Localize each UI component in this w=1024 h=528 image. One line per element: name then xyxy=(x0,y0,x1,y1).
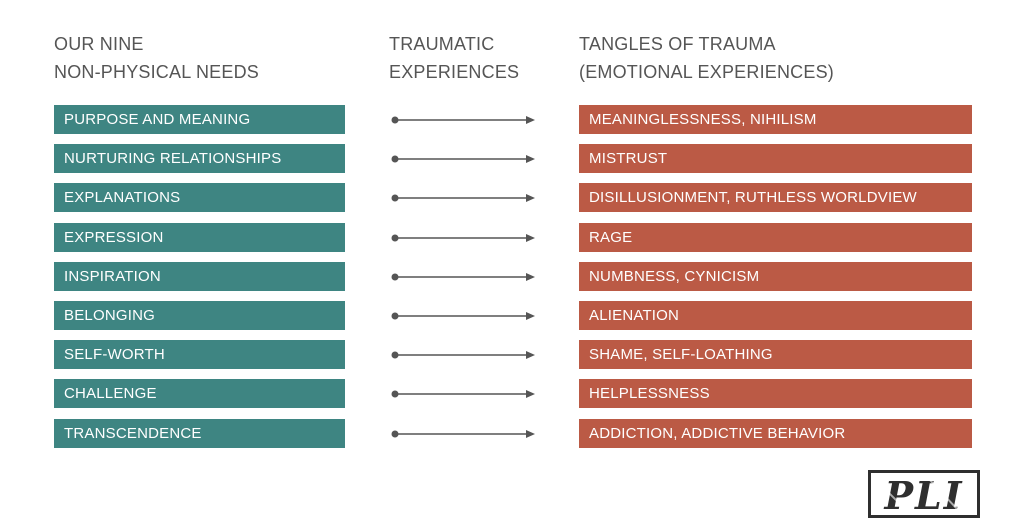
arrow-icon xyxy=(391,273,535,281)
need-bar: NURTURING RELATIONSHIPS xyxy=(54,144,345,173)
tangle-bar: MEANINGLESSNESS, NIHILISM xyxy=(579,105,972,134)
arrow-icon xyxy=(391,116,535,124)
pli-logo: PLI xyxy=(868,470,980,518)
need-bar: EXPLANATIONS xyxy=(54,183,345,212)
need-bar: CHALLENGE xyxy=(54,379,345,408)
tangle-bar: SHAME, SELF-LOATHING xyxy=(579,340,972,369)
trauma-header-line-2: EXPERIENCES xyxy=(389,62,520,82)
need-bar: INSPIRATION xyxy=(54,262,345,291)
tangle-bar: ALIENATION xyxy=(579,301,972,330)
arrow-icon xyxy=(391,390,535,398)
tangles-header-line-2: (EMOTIONAL EXPERIENCES) xyxy=(579,62,834,82)
arrow-icon xyxy=(391,351,535,359)
logo-text: PLI xyxy=(883,473,963,518)
tangles-column-header: TANGLES OF TRAUMA (EMOTIONAL EXPERIENCES… xyxy=(579,30,834,86)
arrow-icon xyxy=(391,430,535,438)
arrow-icon xyxy=(391,234,535,242)
trauma-column-header: TRAUMATIC EXPERIENCES xyxy=(389,30,519,86)
needs-header-line-1: OUR NINE xyxy=(54,34,144,54)
arrow-icon xyxy=(391,194,535,202)
need-bar: BELONGING xyxy=(54,301,345,330)
trauma-header-line-1: TRAUMATIC xyxy=(389,34,495,54)
needs-header-line-2: NON-PHYSICAL NEEDS xyxy=(54,62,259,82)
tangle-bar: RAGE xyxy=(579,223,972,252)
need-bar: PURPOSE AND MEANING xyxy=(54,105,345,134)
tangles-header-line-1: TANGLES OF TRAUMA xyxy=(579,34,776,54)
need-bar: SELF-WORTH xyxy=(54,340,345,369)
tangle-bar: DISILLUSIONMENT, RUTHLESS WORLDVIEW xyxy=(579,183,972,212)
tangle-bar: NUMBNESS, CYNICISM xyxy=(579,262,972,291)
tangle-bar: ADDICTION, ADDICTIVE BEHAVIOR xyxy=(579,419,972,448)
arrow-icon xyxy=(391,312,535,320)
tangle-bar: MISTRUST xyxy=(579,144,972,173)
needs-column-header: OUR NINE NON-PHYSICAL NEEDS xyxy=(54,30,259,86)
arrow-icon xyxy=(391,155,535,163)
tangle-bar: HELPLESSNESS xyxy=(579,379,972,408)
need-bar: EXPRESSION xyxy=(54,223,345,252)
need-bar: TRANSCENDENCE xyxy=(54,419,345,448)
